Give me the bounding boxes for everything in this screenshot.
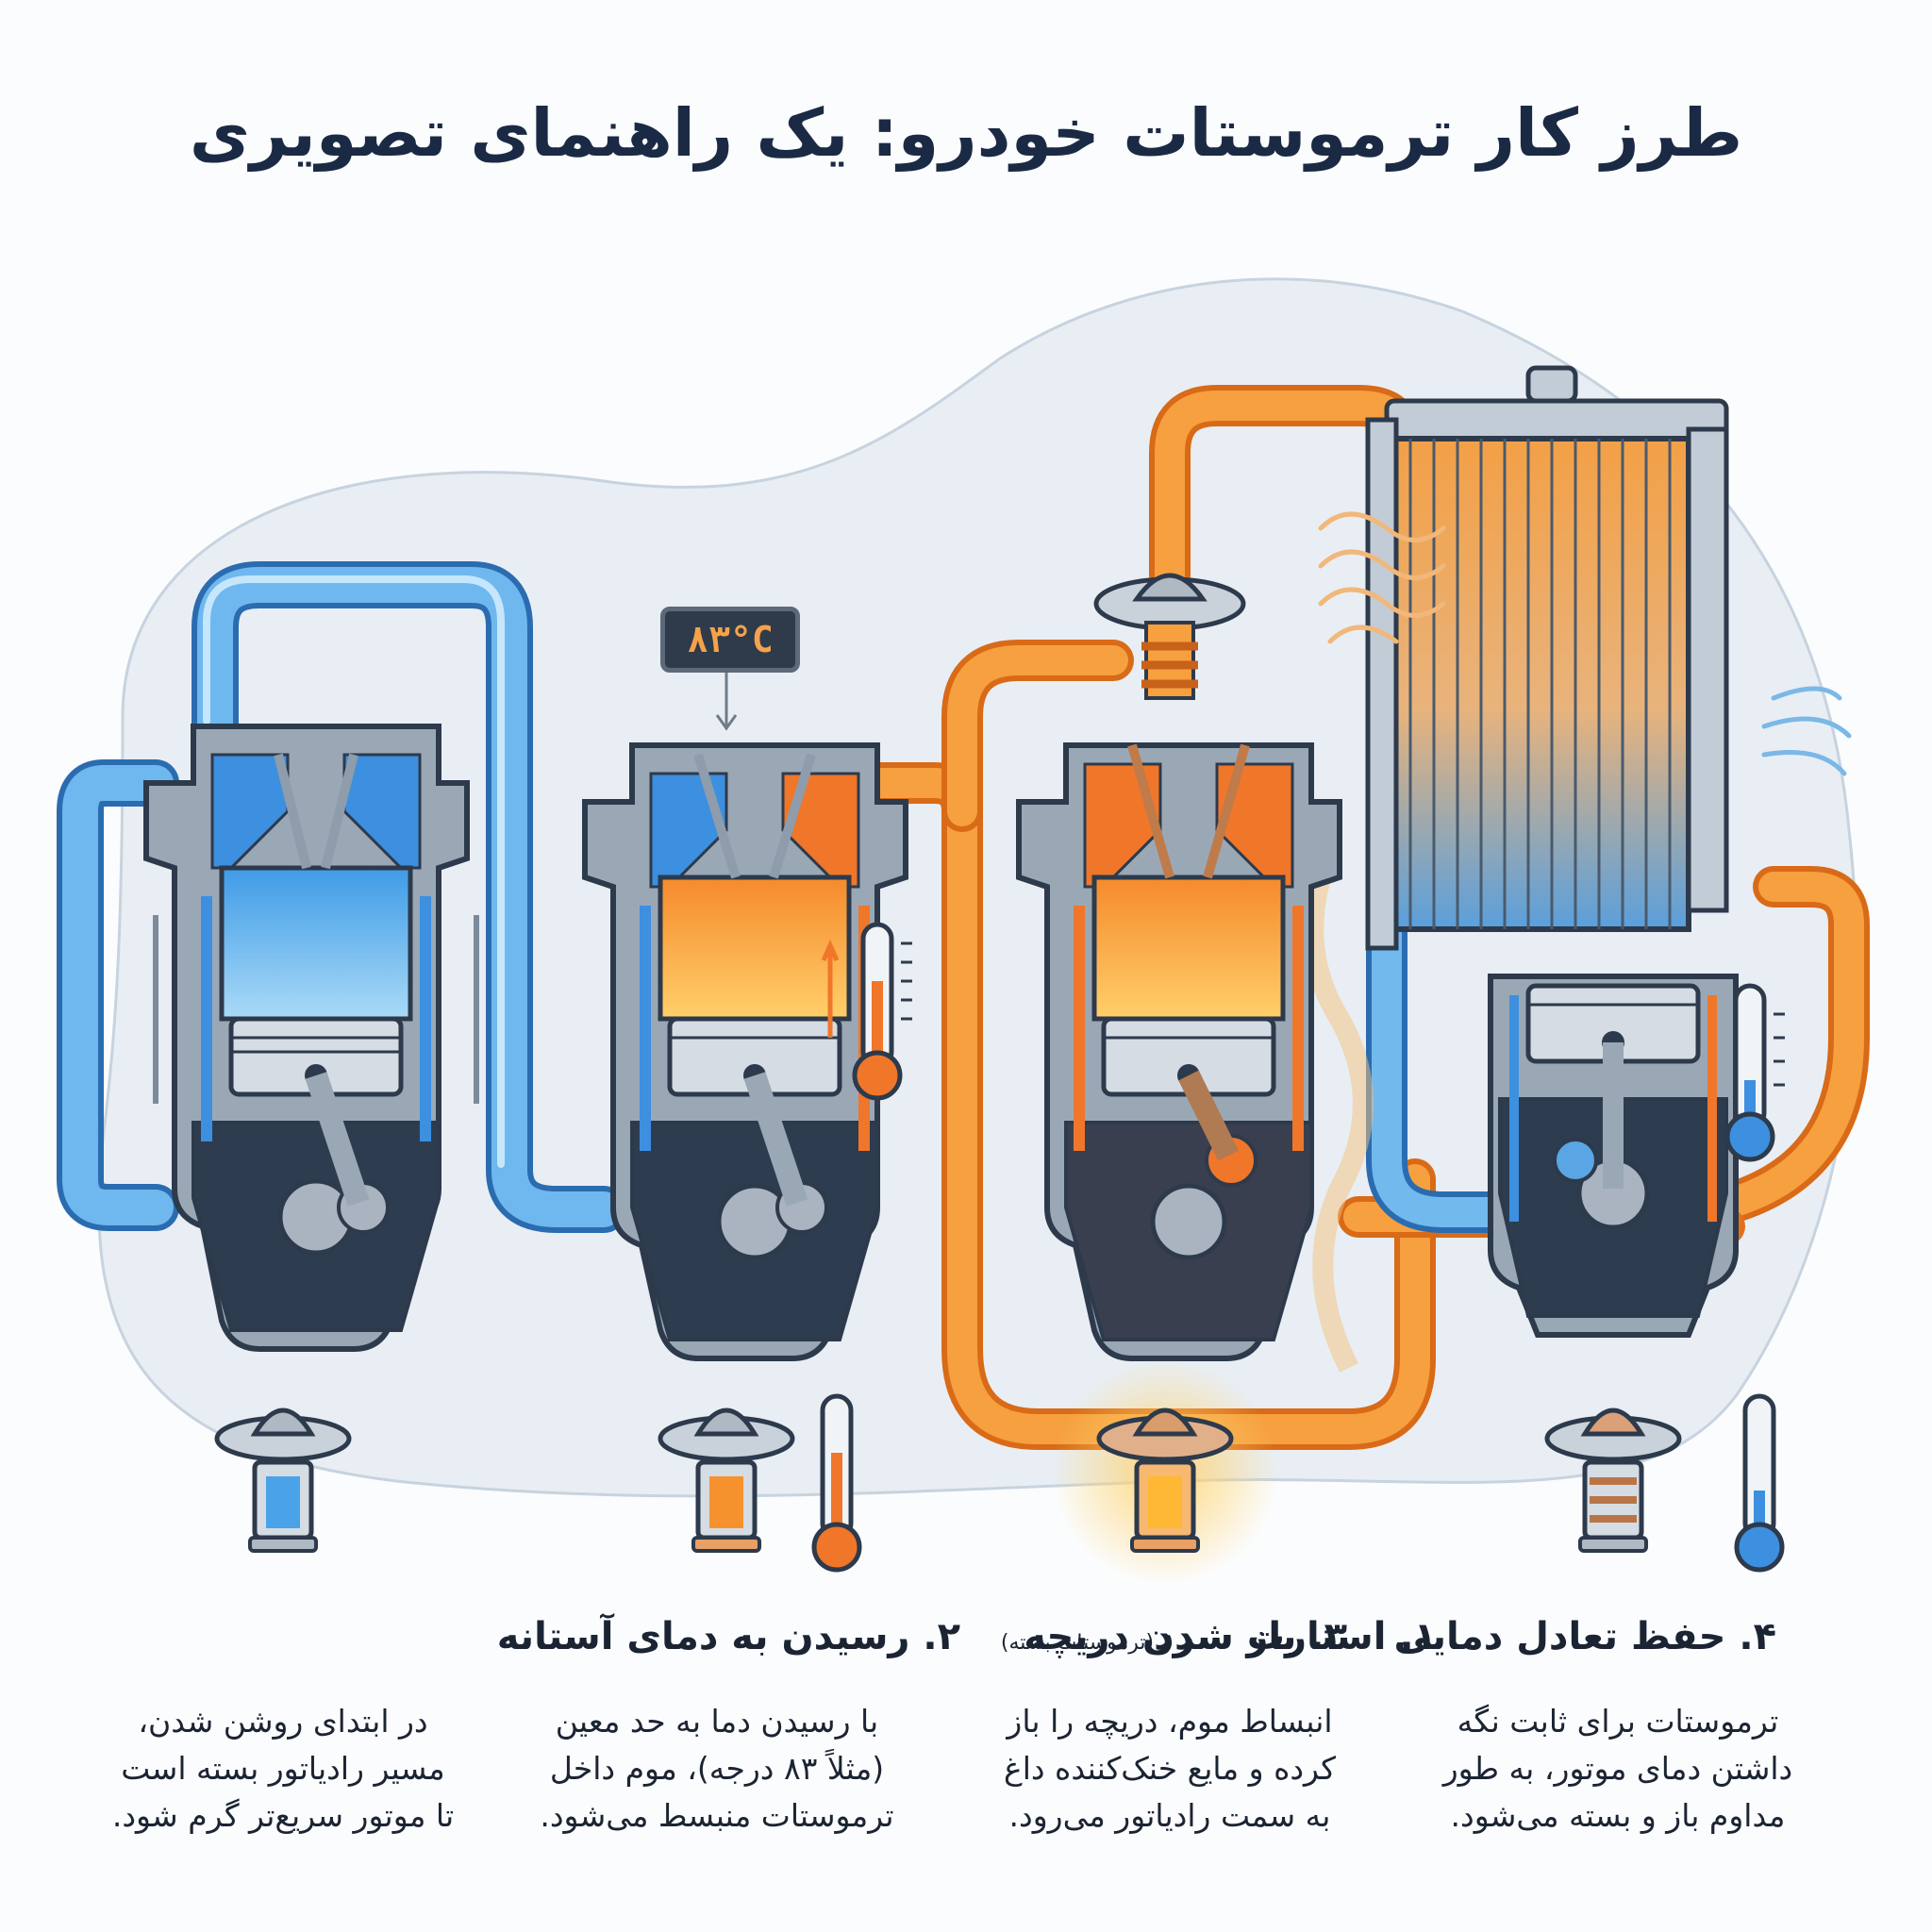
thermostat-icon-2 [658, 1407, 795, 1553]
engine-icon-3 [1016, 742, 1342, 1361]
step-3-line: انبساط موم، دریچه را باز [1007, 1703, 1333, 1740]
step-3-description: انبساط موم، دریچه را باز کرده و مایع خنک… [981, 1698, 1358, 1840]
step-2-line: (مثلاً ۸۳ درجه)، موم داخل [549, 1750, 885, 1787]
step-3-heading: ۳. باز شدن دریچه [1024, 1615, 1347, 1658]
step-2-line: با رسیدن دما به حد معین [555, 1703, 879, 1740]
step-4-line: داشتن دمای موتور، به طور [1442, 1750, 1793, 1787]
step-4-line: ترموستات برای ثابت نگه [1457, 1703, 1779, 1740]
step-2-number: ۲. [923, 1615, 960, 1658]
thermometer-icon-4b [1734, 1393, 1785, 1573]
step-4-title: حفظ تعادل دمایی [1393, 1615, 1726, 1658]
step-4-description: ترموستات برای ثابت نگه داشتن دمای موتور،… [1429, 1698, 1807, 1840]
temperature-badge: ۸۳°C [660, 607, 800, 673]
thermostat-icon-3 [1096, 1407, 1234, 1553]
step-3-line: کرده و مایع خنک‌کننده داغ [1004, 1750, 1336, 1787]
step-1-line: تا موتور سریع‌تر گرم شود. [111, 1797, 455, 1834]
step-1-description: در ابتدای روشن شدن، مسیر رادیاتور بسته ا… [94, 1698, 472, 1840]
engine-icon-4 [1488, 974, 1739, 1338]
step-1-note: (ترموستات بسته) [1000, 1631, 1155, 1655]
step-1-number: ۱. [1399, 1615, 1437, 1658]
step-3-title: باز شدن دریچه [1024, 1615, 1297, 1658]
thermostat-icon-top [1093, 573, 1246, 700]
airflow-icon [1761, 686, 1852, 776]
step-1-line: در ابتدای روشن شدن، [138, 1703, 428, 1740]
step-2-line: ترموستات منبسط می‌شود. [540, 1797, 894, 1834]
step-1-heading: ۱. استارت سرد(ترموستات بسته) [1001, 1615, 1437, 1658]
step-1-line: مسیر رادیاتور بسته است [121, 1750, 445, 1787]
step-3-number: ۳. [1309, 1615, 1347, 1658]
radiator-icon [1365, 365, 1729, 951]
engine-icon-2 [582, 742, 908, 1361]
badge-arrow-icon [715, 672, 738, 731]
step-4-line: مداوم باز و بسته می‌شود. [1450, 1797, 1786, 1834]
thermometer-icon-4 [1724, 983, 1785, 1162]
page-title: طرز کار ترموستات خودرو: یک راهنمای تصویر… [189, 94, 1743, 172]
step-2-heading: ۲. رسیدن به دمای آستانه [497, 1615, 960, 1658]
thermostat-icon-4 [1544, 1407, 1682, 1553]
hot-air-icon [1318, 511, 1446, 644]
step-4-number: ۴. [1739, 1615, 1776, 1658]
step-1-title: استارت سرد [1154, 1615, 1387, 1658]
step-2-title: رسیدن به دمای آستانه [496, 1615, 910, 1658]
engine-icon-1 [143, 724, 479, 1352]
step-4-heading: ۴. حفظ تعادل دمایی [1393, 1615, 1776, 1658]
thermometer-icon-2 [821, 922, 912, 1101]
coolant-pipes-cold-left [57, 561, 627, 1233]
thermostat-icon-1 [214, 1407, 352, 1553]
thermometer-icon-2b [811, 1393, 862, 1573]
step-2-description: با رسیدن دما به حد معین (مثلاً ۸۳ درجه)،… [528, 1698, 906, 1840]
step-3-line: به سمت رادیاتور می‌رود. [1008, 1797, 1331, 1834]
